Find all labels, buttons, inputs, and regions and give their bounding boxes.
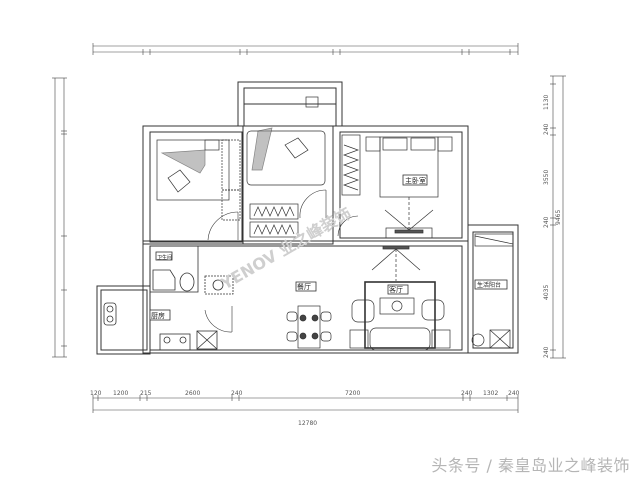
living-room-furniture — [349, 245, 451, 351]
svg-text:1200: 1200 — [113, 390, 128, 397]
svg-text:240: 240 — [543, 216, 550, 228]
svg-text:12780: 12780 — [298, 420, 317, 427]
svg-text:240: 240 — [543, 346, 550, 358]
svg-text:7200: 7200 — [345, 390, 360, 397]
svg-text:240: 240 — [543, 123, 550, 135]
bottom-dimension-lines — [92, 395, 519, 413]
master-bedroom-furniture — [365, 136, 453, 239]
right-dimension-text: 1130 240 3550 240 4035 240 9465 — [543, 95, 562, 358]
left-dimension-lines — [52, 77, 67, 358]
footer-credit: 头条号 / 秦皇岛业之峰装饰 — [431, 456, 630, 475]
svg-text:卫生间: 卫生间 — [157, 254, 172, 261]
balcony-label: 生活阳台 — [474, 279, 508, 290]
top-dimension-lines — [92, 43, 519, 55]
closets — [249, 134, 361, 238]
kitchen-fixtures — [103, 302, 218, 351]
svg-text:2600: 2600 — [185, 390, 200, 397]
svg-text:240: 240 — [231, 390, 243, 397]
bathroom — [149, 245, 234, 295]
dining-furniture — [286, 305, 332, 349]
svg-text:餐厅: 餐厅 — [297, 282, 311, 291]
svg-text:240: 240 — [508, 390, 520, 397]
watermark: YENOV 业之峰装饰 — [217, 203, 355, 293]
right-dimension-lines — [550, 75, 566, 359]
svg-text:YENOV 业之峰装饰: YENOV 业之峰装饰 — [217, 203, 355, 293]
doors — [204, 189, 359, 333]
svg-text:生活阳台: 生活阳台 — [477, 281, 501, 289]
svg-text:1130: 1130 — [543, 95, 550, 110]
dining-room-label: 餐厅 — [295, 281, 317, 292]
walls — [96, 81, 519, 355]
bathroom-label: 卫生间 — [155, 251, 173, 261]
master-bedroom-label: 主卧室 — [402, 174, 428, 186]
bedroom-left-furniture — [156, 139, 241, 221]
svg-text:厨房: 厨房 — [151, 311, 165, 320]
svg-text:120: 120 — [90, 390, 102, 397]
kitchen-label: 厨房 — [149, 309, 171, 321]
svg-text:215: 215 — [140, 390, 152, 397]
living-room-label: 客厅 — [387, 284, 409, 295]
svg-text:1302: 1302 — [483, 390, 498, 397]
svg-text:240: 240 — [461, 390, 473, 397]
balcony-fixtures — [471, 233, 514, 349]
svg-text:客厅: 客厅 — [389, 285, 403, 294]
bedroom-second-furniture — [246, 96, 326, 186]
bottom-dimension-text: 120 1200 215 2600 240 7200 240 1302 240 … — [90, 390, 520, 427]
svg-text:主卧室: 主卧室 — [405, 176, 426, 185]
svg-text:4035: 4035 — [543, 285, 550, 300]
svg-text:9465: 9465 — [555, 210, 562, 225]
svg-text:3550: 3550 — [543, 170, 550, 185]
